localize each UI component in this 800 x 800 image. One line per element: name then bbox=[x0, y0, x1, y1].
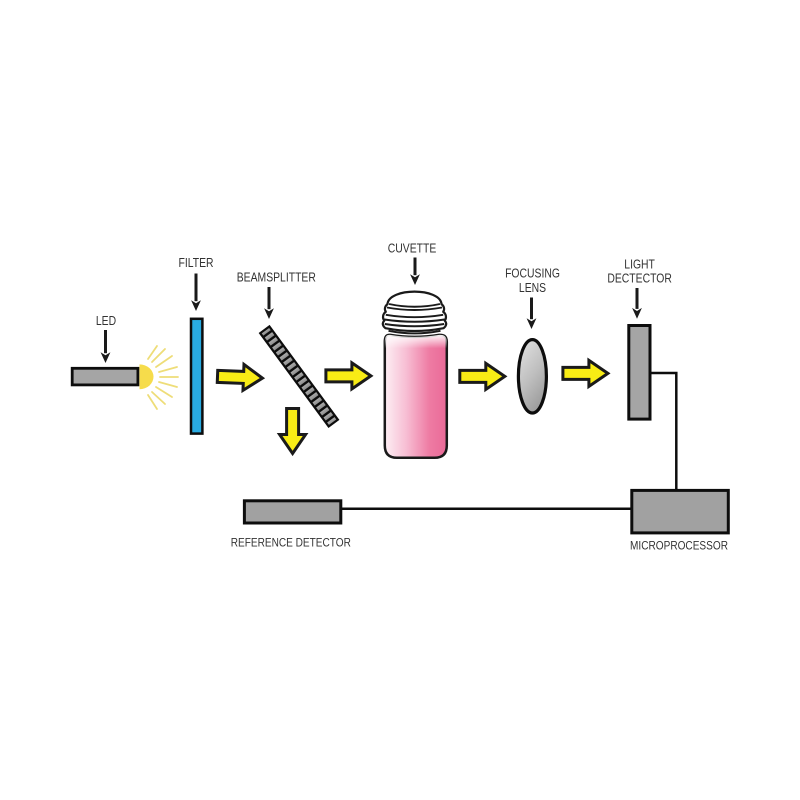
svg-text:FOCUSING: FOCUSING bbox=[505, 266, 560, 280]
svg-text:FILTER: FILTER bbox=[178, 256, 213, 270]
svg-text:DECTECTOR: DECTECTOR bbox=[607, 271, 671, 285]
svg-text:MICROPROCESSOR: MICROPROCESSOR bbox=[630, 540, 728, 553]
svg-text:BEAMSPLITTER: BEAMSPLITTER bbox=[237, 270, 316, 284]
svg-text:CUVETTE: CUVETTE bbox=[388, 241, 437, 255]
svg-text:REFERENCE DETECTOR: REFERENCE DETECTOR bbox=[231, 537, 351, 550]
svg-text:LENS: LENS bbox=[519, 281, 546, 295]
svg-text:LIGHT: LIGHT bbox=[624, 257, 655, 271]
svg-text:LED: LED bbox=[96, 314, 116, 328]
